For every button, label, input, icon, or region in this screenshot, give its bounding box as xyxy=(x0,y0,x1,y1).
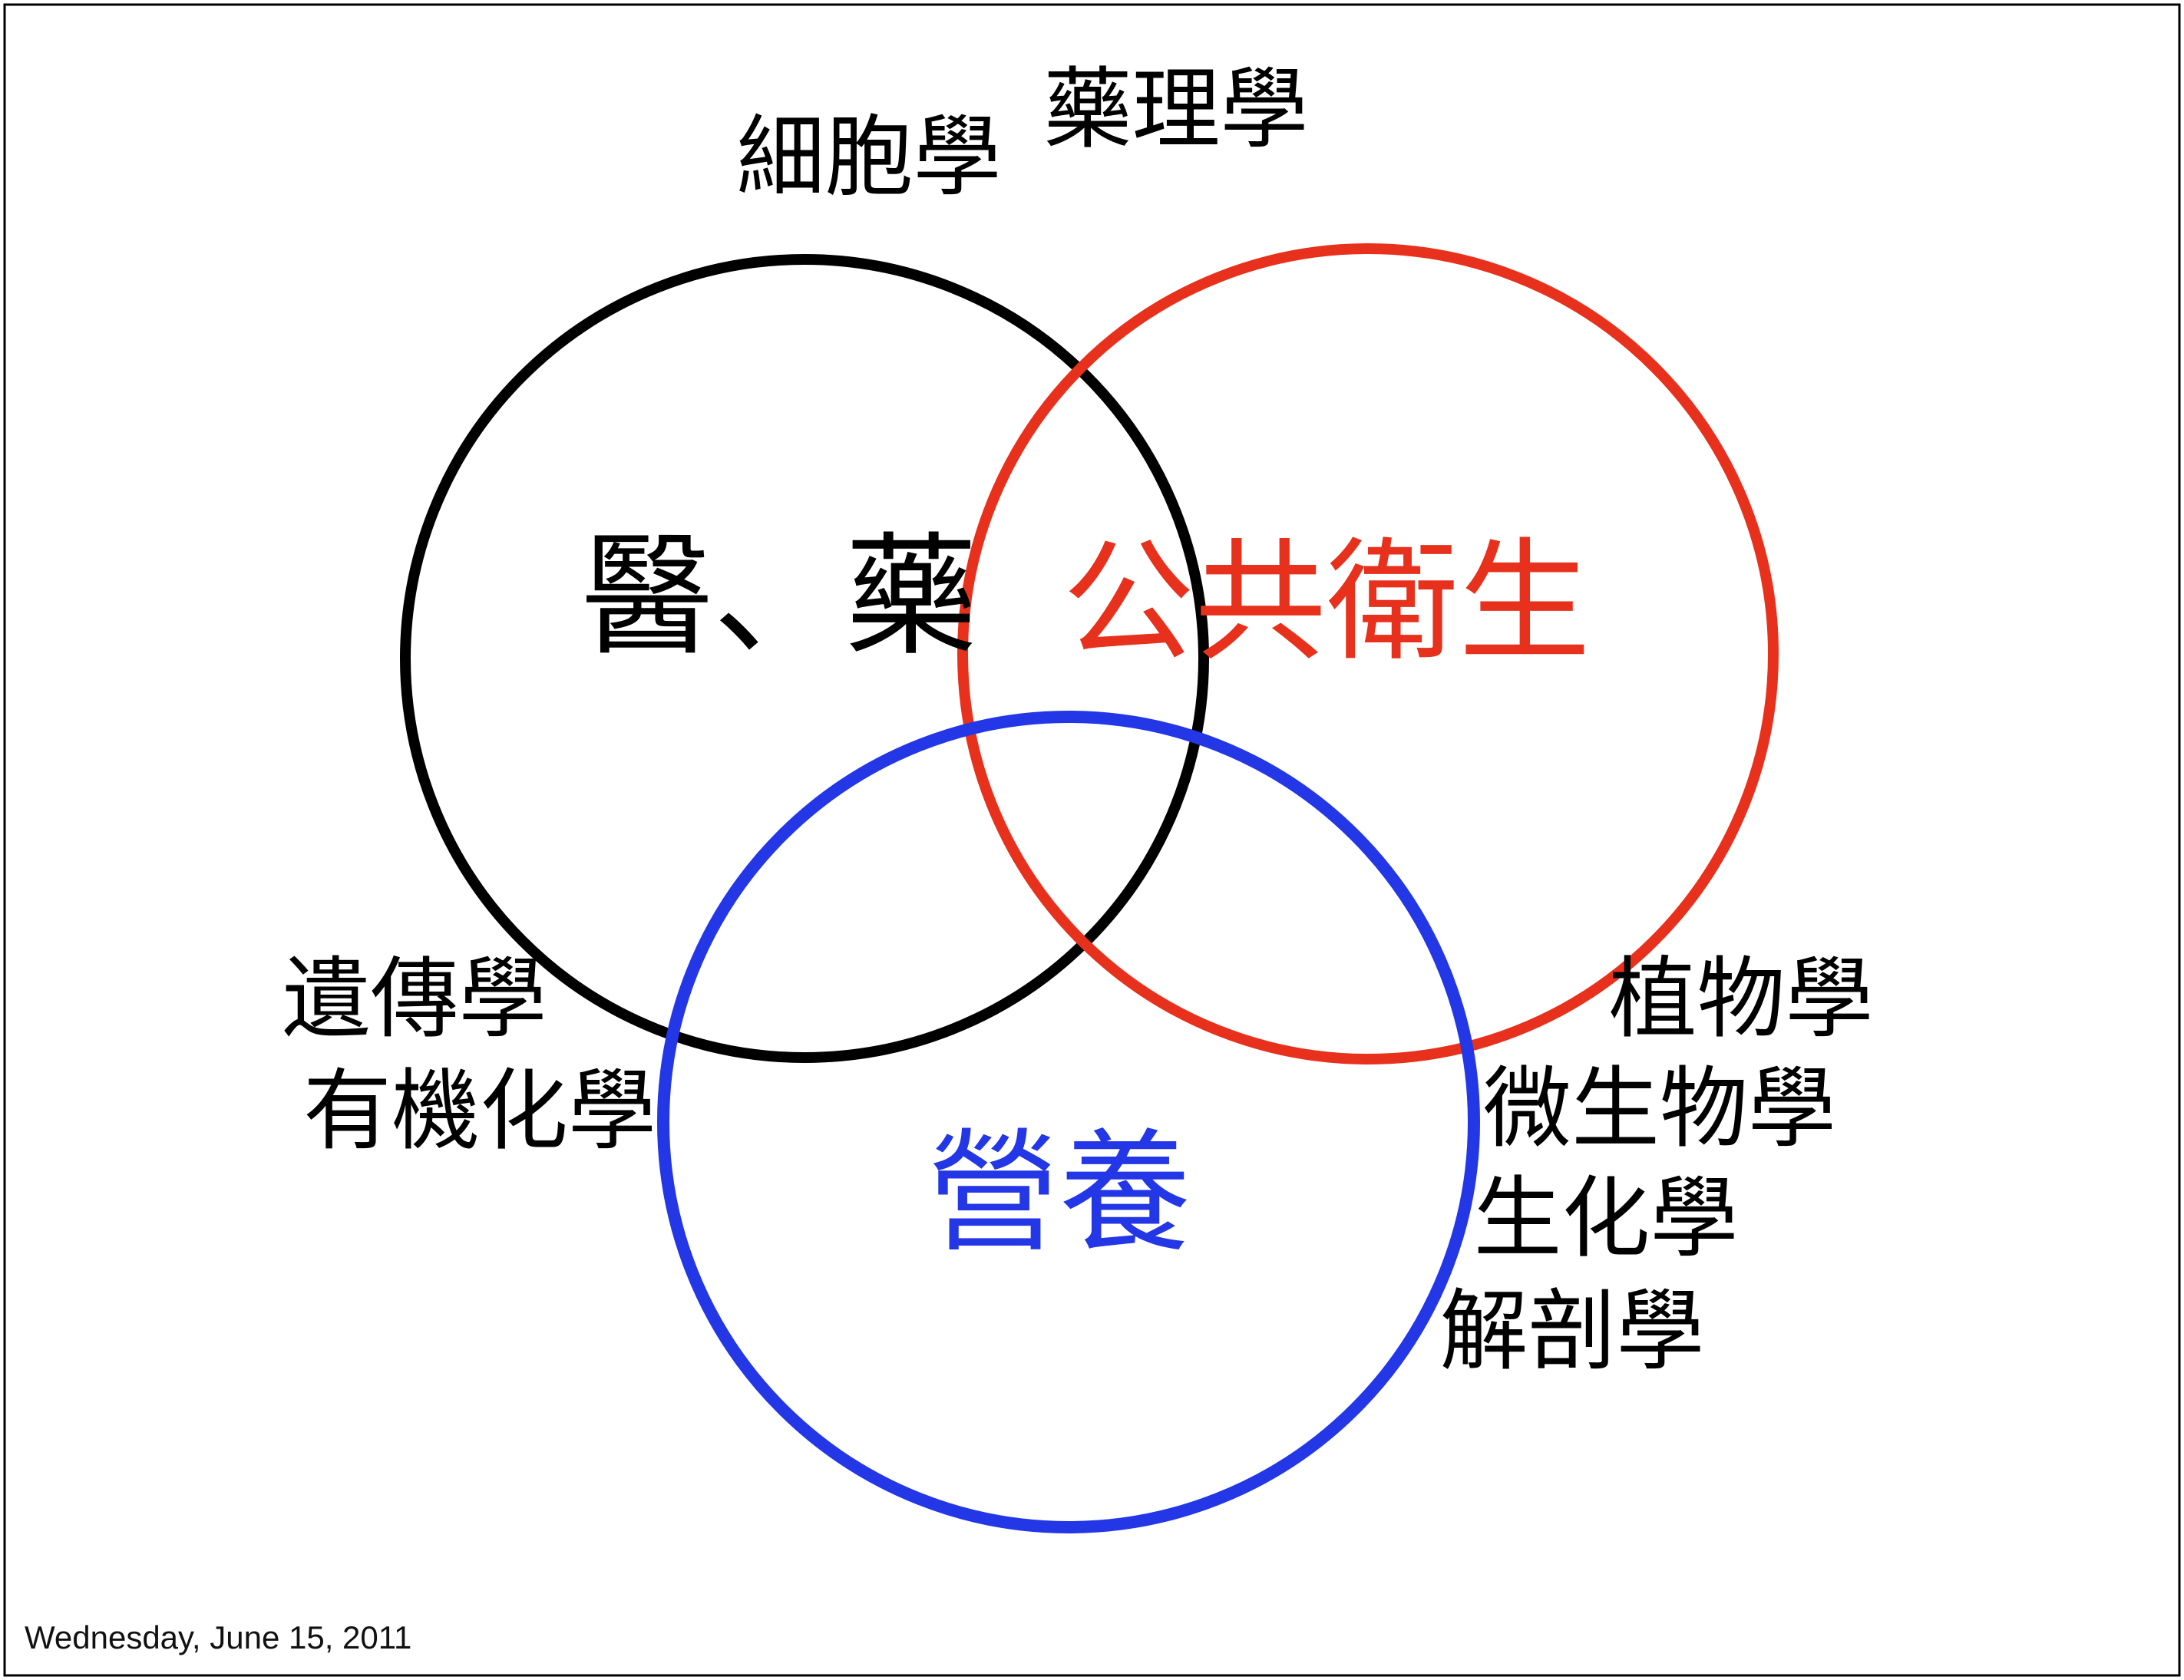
footer-date: Wednesday, June 15, 2011 xyxy=(25,1619,411,1655)
label-pharmacology: 藥理學 xyxy=(1043,61,1308,159)
circle-medicine-pharmacy xyxy=(400,254,1209,1063)
label-genetics: 遺傳學 xyxy=(282,950,547,1048)
label-organic-chemistry: 有機化學 xyxy=(303,1062,656,1160)
label-biochemistry: 生化學 xyxy=(1473,1170,1738,1268)
venn-circles xyxy=(400,243,1779,1533)
circle-nutrition xyxy=(657,711,1480,1533)
label-nutrition: 營養 xyxy=(927,1120,1191,1267)
circle-labels: 醫、藥 公共衛生 營養 xyxy=(581,523,1591,1267)
label-microbiology: 微生物學 xyxy=(1483,1060,1836,1158)
label-anatomy: 解剖學 xyxy=(1439,1282,1704,1381)
label-medicine-pharmacy: 醫、藥 xyxy=(581,523,977,671)
label-botany: 植物學 xyxy=(1608,950,1873,1048)
label-cytology: 細胞學 xyxy=(736,108,1001,206)
slide-border xyxy=(3,3,2181,1677)
label-public-health: 公共衛生 xyxy=(1062,529,1591,676)
circle-public-health xyxy=(957,243,1779,1064)
outer-labels: 細胞學 藥理學 遺傳學 有機化學 植物學 微生物學 生化學 解剖學 xyxy=(282,61,1873,1381)
